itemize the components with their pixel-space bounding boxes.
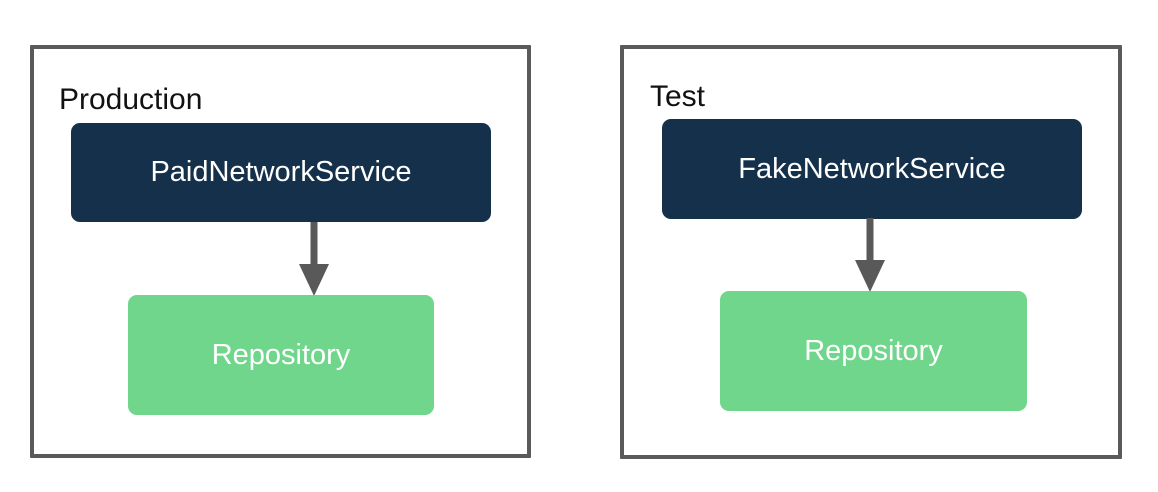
group-test-label: Test bbox=[650, 80, 706, 113]
group-test[interactable]: Test FakeNetworkService Repository bbox=[620, 45, 1122, 459]
node-repository-production-label: Repository bbox=[211, 338, 351, 371]
group-production[interactable]: Production PaidNetworkService Repository bbox=[30, 45, 531, 458]
node-paid-network-service[interactable]: PaidNetworkService bbox=[71, 123, 491, 222]
node-repository-test[interactable]: Repository bbox=[720, 291, 1027, 411]
node-repository-test-label: Repository bbox=[804, 334, 943, 367]
group-production-label: Production bbox=[59, 83, 203, 116]
arrow-fake-network-service-to-repository bbox=[855, 218, 885, 292]
node-fake-network-service[interactable]: FakeNetworkService bbox=[662, 119, 1082, 219]
node-fake-network-service-label: FakeNetworkService bbox=[738, 152, 1006, 185]
node-repository-production[interactable]: Repository bbox=[128, 295, 434, 415]
arrow-paid-network-service-to-repository bbox=[299, 222, 329, 296]
node-paid-network-service-label: PaidNetworkService bbox=[150, 156, 412, 188]
